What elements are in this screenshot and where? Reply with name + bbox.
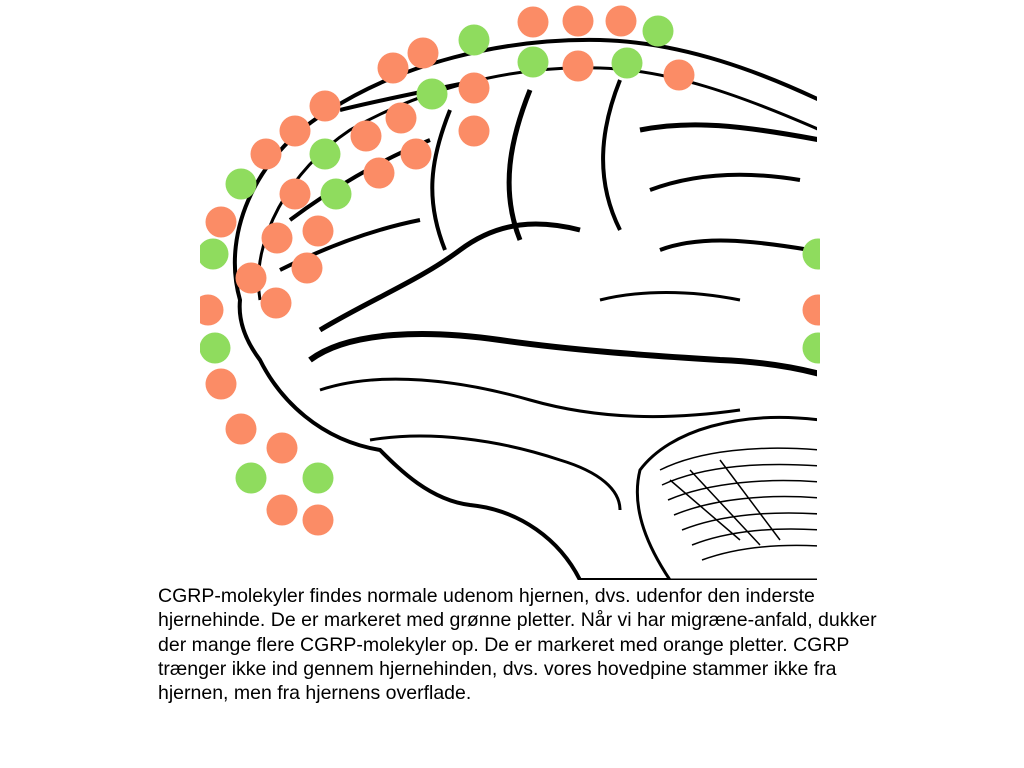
cgrp-dot-migraine [205, 368, 237, 400]
cgrp-dot-normal [458, 24, 490, 56]
cgrp-dot-normal [200, 238, 229, 270]
cgrp-dot-migraine [400, 138, 432, 170]
cgrp-dot-migraine [279, 178, 311, 210]
precentral-sulcus [430, 109, 452, 251]
cgrp-dot-migraine [279, 115, 311, 147]
cgrp-dot-normal [320, 178, 352, 210]
cgrp-dot-normal [416, 78, 448, 110]
parietal-gyrus-2 [649, 172, 801, 192]
brain-illustration-icon [200, 5, 820, 580]
cgrp-dot-migraine [302, 215, 334, 247]
parietal-gyrus-1 [639, 122, 817, 142]
cgrp-dot-normal [517, 46, 549, 78]
cgrp-dot-migraine [377, 52, 409, 84]
cgrp-dot-normal [802, 238, 820, 270]
central-sulcus [506, 89, 533, 241]
cgrp-dot-migraine [517, 6, 549, 38]
cgrp-dot-normal [200, 332, 231, 364]
cgrp-dot-migraine [562, 50, 594, 82]
sylvian-fissure [318, 221, 581, 333]
cgrp-dot-migraine [562, 5, 594, 37]
cgrp-dot-migraine [250, 138, 282, 170]
temporal-lobe-bottom [369, 434, 622, 511]
cgrp-dots [200, 5, 820, 536]
temporal-lobe-lower [319, 377, 741, 419]
cgrp-dot-migraine [302, 504, 334, 536]
cgrp-dot-migraine [458, 72, 490, 104]
parietal-gyrus-3 [659, 238, 811, 252]
cgrp-dot-normal [802, 332, 820, 364]
caption-text: CGRP-molekyler findes normale udenom hje… [158, 585, 877, 705]
temporal-lobe [308, 331, 817, 377]
cgrp-dot-migraine [260, 287, 292, 319]
cgrp-dot-migraine [802, 294, 820, 326]
cgrp-dot-normal [611, 47, 643, 79]
postcentral-sulcus [601, 79, 622, 231]
cgrp-dot-migraine [225, 413, 257, 445]
cgrp-dot-migraine [605, 5, 637, 37]
cgrp-dot-migraine [309, 90, 341, 122]
cgrp-dot-migraine [205, 206, 237, 238]
parietal-gyrus-4 [599, 291, 741, 302]
cgrp-dot-normal [309, 138, 341, 170]
brain-figure [200, 0, 820, 580]
cgrp-dot-migraine [291, 252, 323, 284]
cgrp-dot-migraine [235, 262, 267, 294]
cgrp-dot-normal [235, 462, 267, 494]
cgrp-dot-normal [225, 168, 257, 200]
cgrp-dot-migraine [350, 120, 382, 152]
cgrp-dot-migraine [200, 294, 224, 326]
cgrp-dot-migraine [266, 432, 298, 464]
cerebellum [635, 416, 817, 580]
cgrp-dot-migraine [407, 37, 439, 69]
cgrp-dot-normal [302, 462, 334, 494]
cgrp-dot-migraine [261, 222, 293, 254]
cgrp-dot-migraine [458, 115, 490, 147]
cgrp-dot-migraine [663, 59, 695, 91]
cgrp-dot-normal [642, 15, 674, 47]
cerebellum-folia [659, 447, 817, 561]
cgrp-dot-migraine [363, 157, 395, 189]
cgrp-dot-migraine [266, 494, 298, 526]
cgrp-dot-migraine [385, 102, 417, 134]
